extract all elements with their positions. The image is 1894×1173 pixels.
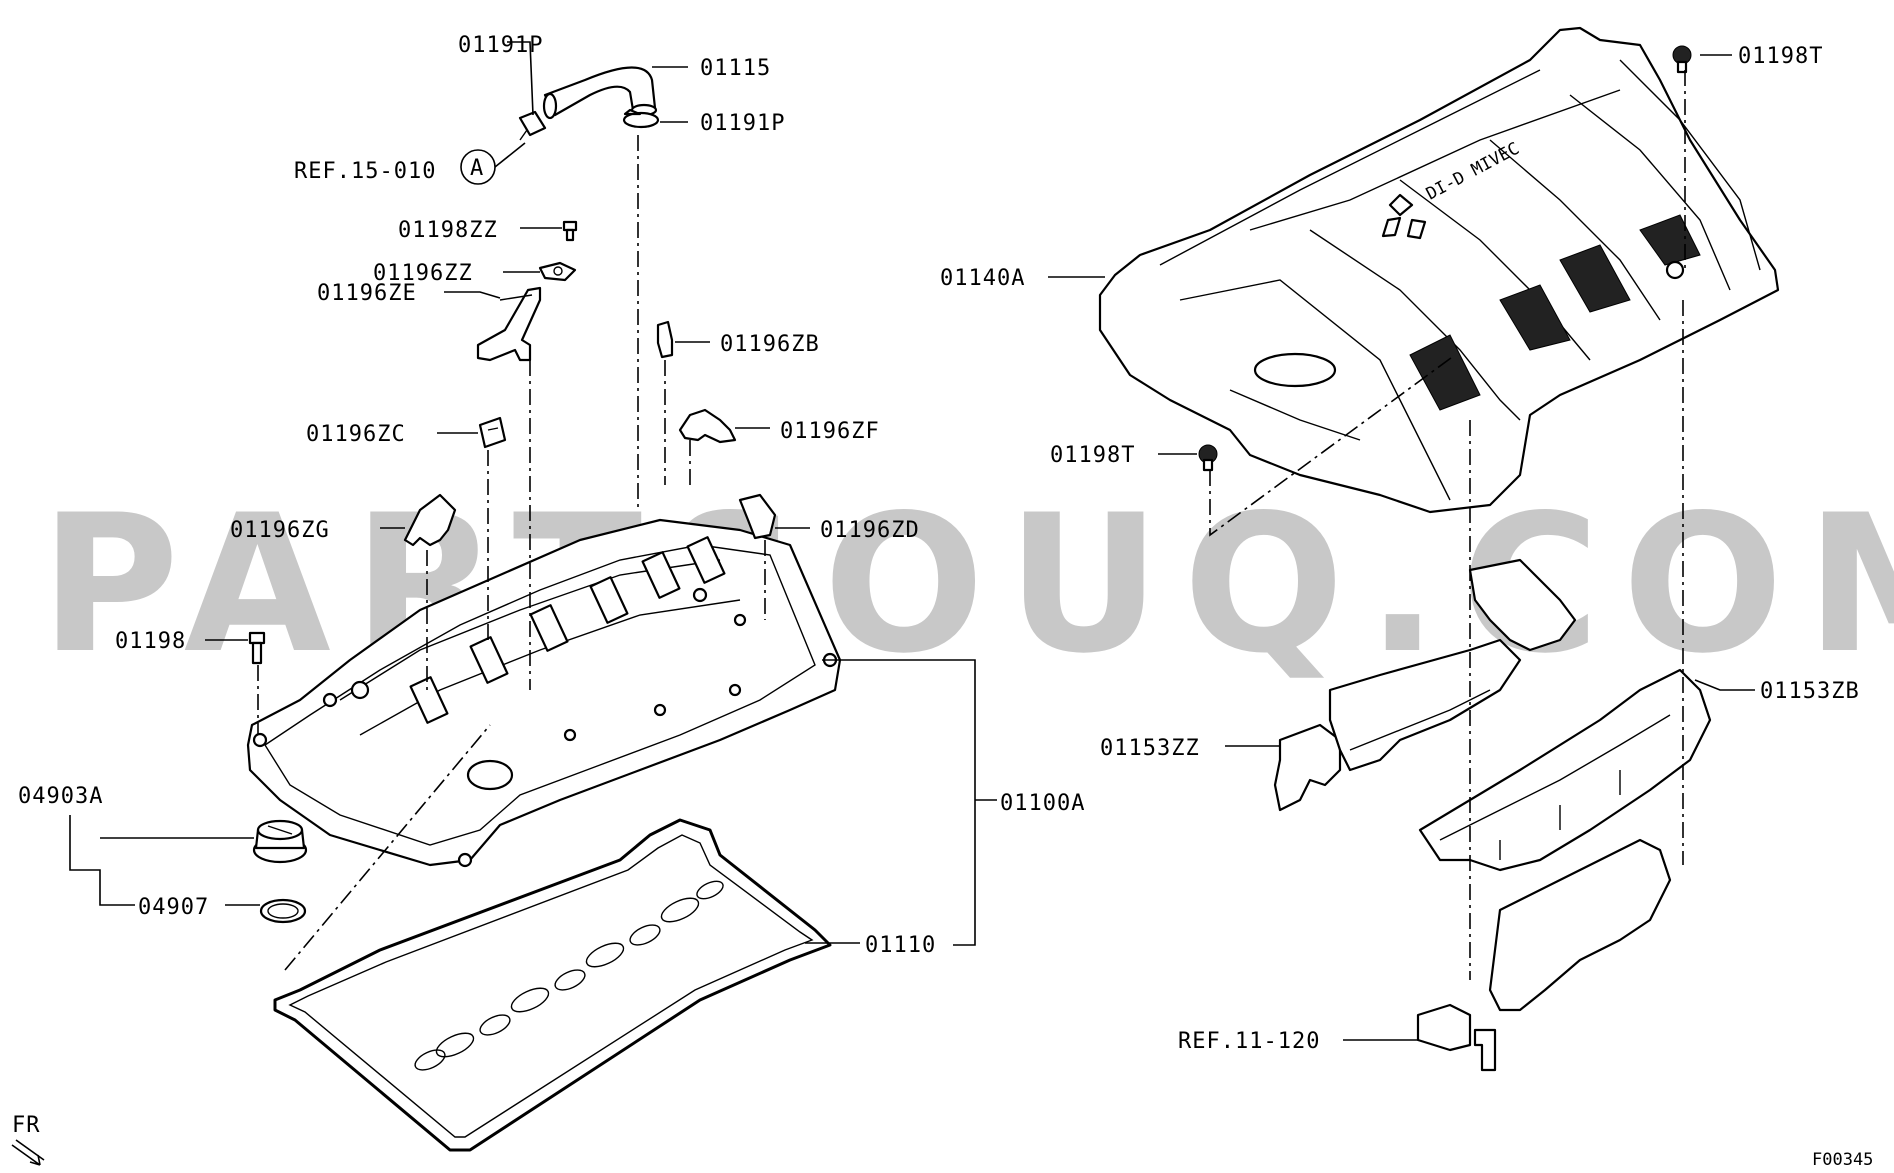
bolt-01198ZZ[interactable] xyxy=(562,220,578,242)
figure-code: F00345 xyxy=(1812,1150,1873,1170)
bracket-01196ZF[interactable] xyxy=(678,408,737,444)
label-ref-11-120: REF.11-120 xyxy=(1178,1029,1320,1054)
insulator-01153ZB[interactable] xyxy=(1418,668,1712,872)
hose-clamp-lower[interactable] xyxy=(622,108,660,129)
label-01198: 01198 xyxy=(115,629,186,654)
label-01196ZF: 01196ZF xyxy=(780,419,880,444)
clip-01196ZC[interactable] xyxy=(478,416,507,449)
label-01100A: 01100A xyxy=(1000,791,1085,816)
bolt-01198[interactable] xyxy=(248,631,266,665)
bracket-01196ZG[interactable] xyxy=(403,493,457,547)
coil-towers xyxy=(409,536,726,724)
label-01196ZB: 01196ZB xyxy=(720,332,820,357)
insulator-01153ZZ[interactable] xyxy=(1273,558,1577,812)
oil-filler-cap[interactable] xyxy=(252,819,308,864)
label-04907: 04907 xyxy=(138,895,209,920)
label-01196ZE: 01196ZE xyxy=(317,281,417,306)
clip-01196ZD[interactable] xyxy=(738,493,777,540)
rocker-cover-assembly xyxy=(246,518,842,868)
engine-cover[interactable]: DI-D MIVEC xyxy=(1098,26,1780,514)
label-01196ZD: 01196ZD xyxy=(820,518,920,543)
clip-01196ZB[interactable] xyxy=(656,320,674,359)
label-ref-15-010: REF.15-010 xyxy=(294,159,436,184)
label-01198T-top: 01198T xyxy=(1738,44,1823,69)
grommet-01196ZZ[interactable] xyxy=(538,261,577,282)
ref15-circle-letter: A xyxy=(470,156,484,181)
label-fr: FR xyxy=(12,1113,41,1138)
three-diamond-logo xyxy=(1381,193,1427,240)
label-01196ZC: 01196ZC xyxy=(306,422,406,447)
hose-clamp-upper[interactable] xyxy=(518,110,547,141)
label-01153ZZ: 01153ZZ xyxy=(1100,736,1200,761)
oil-filler-hole xyxy=(466,759,514,791)
bracket-01196ZE[interactable] xyxy=(476,286,542,362)
engine-cover-hole xyxy=(1253,352,1337,388)
bolt-01198T-top[interactable] xyxy=(1672,45,1692,74)
label-01140A: 01140A xyxy=(940,266,1025,291)
watermark: PARTSOUQ.COM xyxy=(40,474,1894,695)
label-01191P-top: 01191P xyxy=(458,33,543,58)
front-direction-arrow xyxy=(11,1139,45,1166)
label-01110: 01110 xyxy=(865,933,936,958)
label-01198T-mid: 01198T xyxy=(1050,443,1135,468)
rocker-cover-gasket[interactable] xyxy=(273,818,832,1152)
label-01191P-right: 01191P xyxy=(700,111,785,136)
breather-hose[interactable] xyxy=(542,66,658,120)
label-01153ZB: 01153ZB xyxy=(1760,679,1860,704)
lower-bracket[interactable] xyxy=(1416,838,1672,1072)
label-01196ZG: 01196ZG xyxy=(230,518,330,543)
label-01115: 01115 xyxy=(700,56,771,81)
label-04903A: 04903A xyxy=(18,784,103,809)
rocker-cover[interactable] xyxy=(246,518,842,867)
label-01196ZZ: 01196ZZ xyxy=(373,261,473,286)
label-01198ZZ: 01198ZZ xyxy=(398,218,498,243)
bolt-01198T-mid[interactable] xyxy=(1198,444,1218,472)
